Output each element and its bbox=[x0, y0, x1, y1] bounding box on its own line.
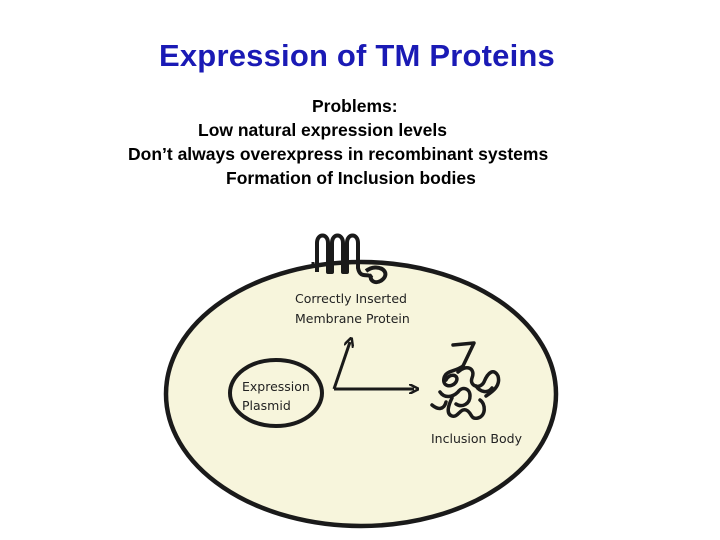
problem-item: Formation of Inclusion bodies bbox=[226, 168, 476, 188]
expression-plasmid bbox=[228, 358, 324, 428]
membrane-protein-icon bbox=[311, 233, 388, 285]
problem-item: Don’t always overexpress in recombinant … bbox=[128, 144, 549, 164]
problem-item: Low natural expression levels bbox=[198, 120, 447, 140]
cell-membrane bbox=[163, 259, 559, 529]
plasmid-label: Expression bbox=[242, 379, 310, 394]
inclusion-body-icon bbox=[430, 341, 501, 421]
problems-heading: Problems: bbox=[312, 96, 398, 116]
expression-arrows bbox=[332, 342, 414, 390]
membrane-protein-label: Correctly Inserted bbox=[295, 291, 407, 306]
plasmid-label: Plasmid bbox=[242, 398, 291, 413]
membrane-protein-label: Membrane Protein bbox=[295, 311, 410, 326]
arrow-up-icon bbox=[332, 342, 350, 390]
slide-title: Expression of TM Proteins bbox=[158, 38, 555, 73]
inclusion-body-label: Inclusion Body bbox=[431, 431, 523, 446]
